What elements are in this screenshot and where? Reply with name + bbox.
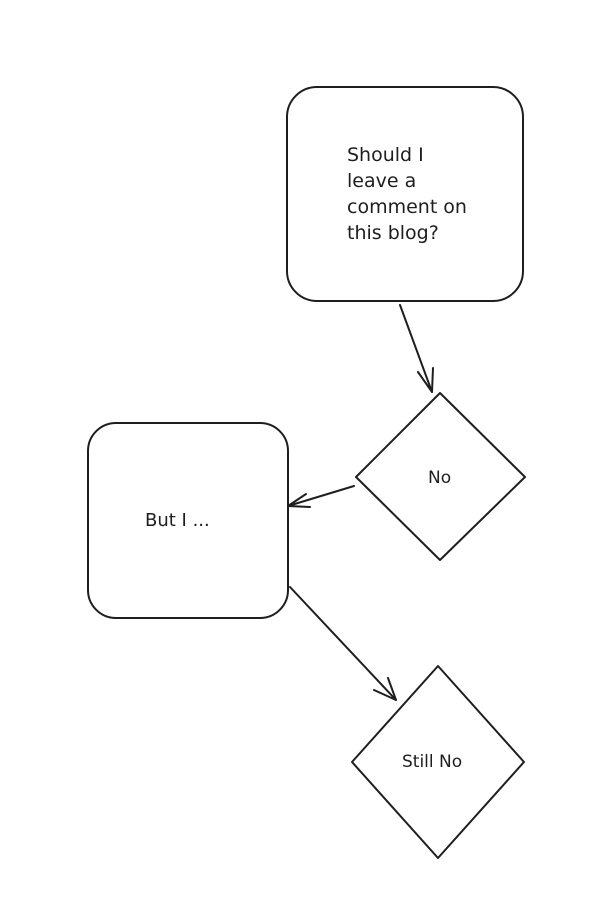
arrow-question-to-no: [399, 304, 434, 393]
but-text: But I ...: [145, 510, 210, 531]
question-text: Should I leave a comment on this blog?: [347, 144, 467, 244]
but-box: [87, 422, 289, 619]
question-box: [286, 86, 524, 302]
still-no-text: Still No: [402, 752, 463, 772]
arrow-no-to-but: [287, 485, 355, 508]
no-diamond: [355, 392, 526, 561]
arrow-but-to-still-no: [289, 586, 397, 701]
still-no-diamond: [351, 665, 525, 859]
no-text: No: [428, 468, 452, 488]
